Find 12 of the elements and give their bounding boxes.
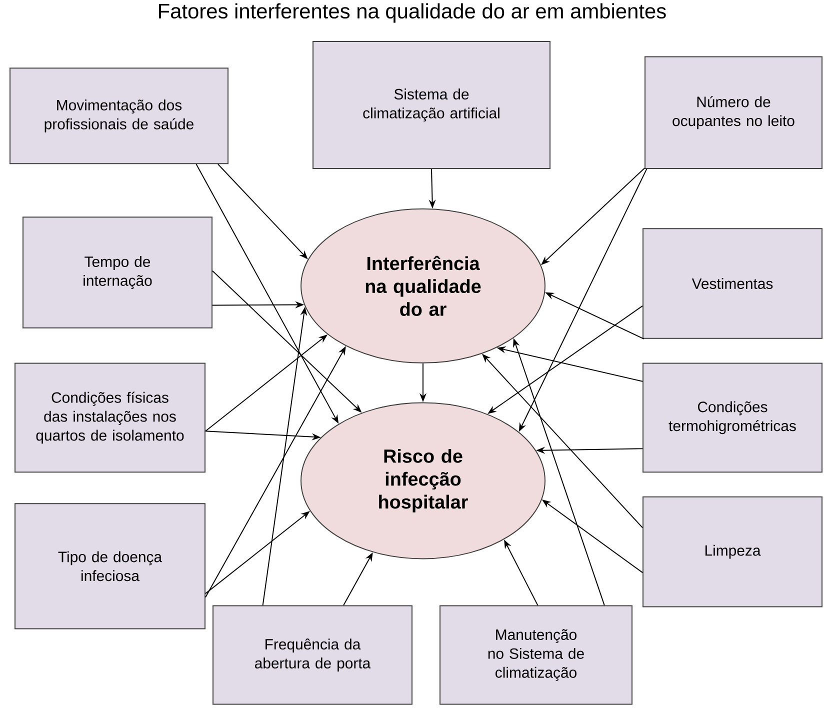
factor-box: Limpeza: [642, 496, 822, 608]
factor-box: Tempo de internação: [22, 216, 212, 328]
factor-box: Condições termohigrométricas: [642, 362, 822, 473]
factor-box: Frequência da abertura de porta: [212, 605, 412, 705]
factor-box: Manutenção no Sistema de climatização: [440, 605, 632, 705]
factor-box: Sistema de climatização artificial: [312, 41, 550, 169]
title: Fatores interferentes na qualidade do ar em ambientes: [159, 3, 666, 23]
factor-box: Vestimentas: [642, 228, 822, 339]
factor-box: Condições físicas das instalações nos quartos de isolamento: [14, 362, 206, 473]
factor-box: Movimentação dos profissionais de saúde: [10, 68, 228, 164]
factor-box: Tipo de doença infeciosa: [14, 503, 206, 630]
factor-box: Número de ocupantes no leito: [644, 56, 822, 169]
